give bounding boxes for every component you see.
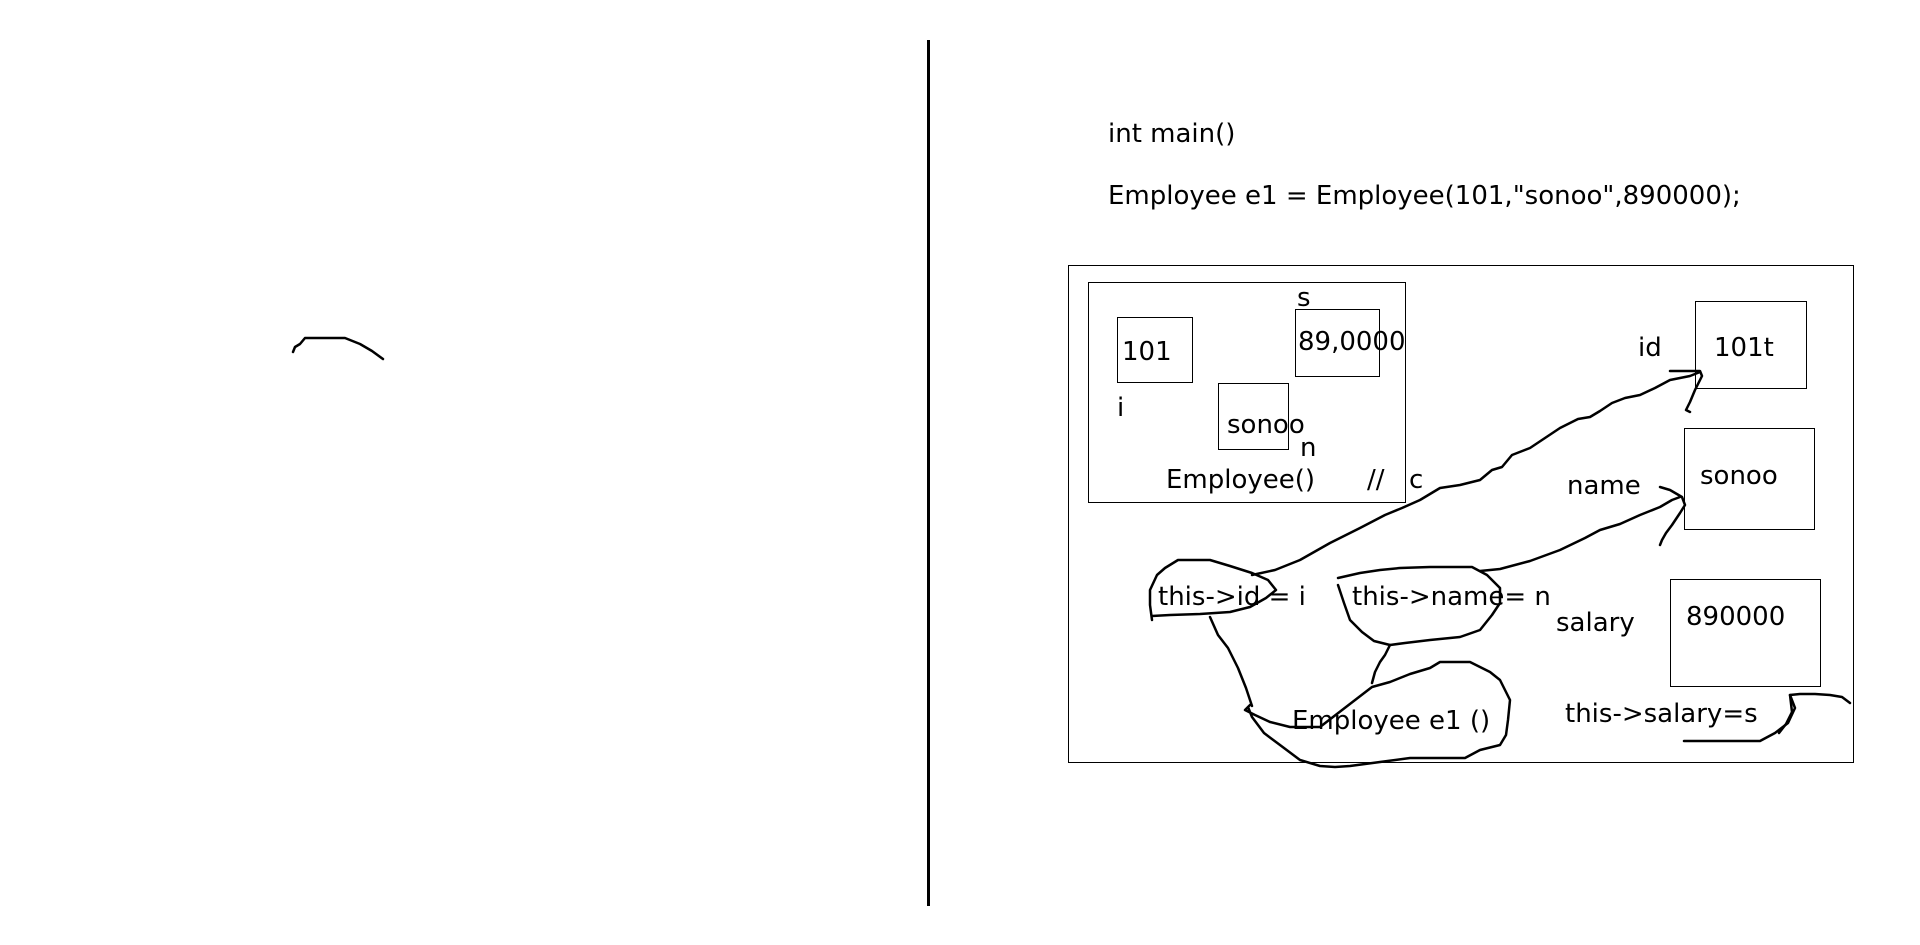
stray-arc-stroke xyxy=(291,336,385,361)
arrow-to-name xyxy=(1478,495,1682,573)
field-name-value: sonoo xyxy=(1700,461,1778,491)
statement-assign-id: this->id = i xyxy=(1158,582,1306,612)
field-salary-label: salary xyxy=(1556,608,1635,638)
field-id-box xyxy=(1695,301,1807,389)
memory-frame xyxy=(1068,265,1854,763)
param-salary-box xyxy=(1295,309,1380,377)
statement-constructor-call: Employee e1 () xyxy=(1292,706,1491,736)
field-name-box xyxy=(1684,428,1815,530)
code-line-declaration: Employee e1 = Employee(101,"sonoo",89000… xyxy=(1108,181,1741,211)
param-salary-var: s xyxy=(1297,283,1311,313)
connector-id-to-call xyxy=(1208,615,1254,708)
hook-salary-tail xyxy=(1777,693,1794,735)
comment-text: c xyxy=(1409,465,1424,495)
blob-this-id xyxy=(1148,558,1278,622)
statement-assign-name: this->name= n xyxy=(1352,582,1551,612)
panel-divider xyxy=(927,40,930,906)
constructor-frame xyxy=(1088,282,1406,503)
param-name-box xyxy=(1218,383,1289,450)
field-name-label: name xyxy=(1567,471,1641,501)
param-salary-value: 89,0000 xyxy=(1298,327,1406,357)
blob-employee-call xyxy=(1243,660,1512,769)
param-id-var: i xyxy=(1117,393,1125,423)
field-id-label: id xyxy=(1638,333,1662,363)
param-name-var: n xyxy=(1300,433,1317,463)
statement-assign-salary: this->salary=s xyxy=(1565,699,1758,729)
constructor-label: Employee() xyxy=(1166,465,1316,495)
param-name-value: sonoo xyxy=(1227,410,1305,440)
field-id-value: 101t xyxy=(1714,333,1774,363)
arrow-head-id xyxy=(1668,369,1704,414)
arrow-to-id xyxy=(1250,370,1702,577)
field-salary-value: 890000 xyxy=(1686,602,1786,632)
field-salary-box xyxy=(1670,579,1821,687)
code-line-main: int main() xyxy=(1108,119,1236,149)
param-id-box xyxy=(1117,317,1193,383)
param-id-value: 101 xyxy=(1122,337,1172,367)
comment-slashes: // xyxy=(1367,465,1385,495)
arrow-head-name xyxy=(1658,485,1687,547)
connector-name-to-call xyxy=(1370,643,1392,685)
blob-this-name xyxy=(1336,565,1502,647)
